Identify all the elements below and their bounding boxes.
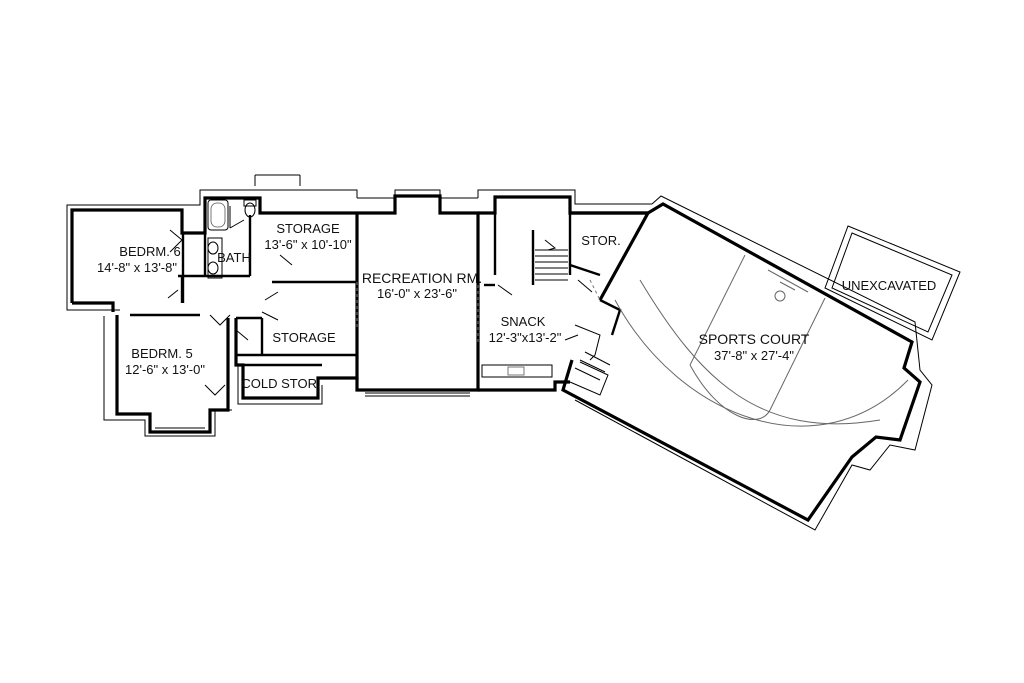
snack-area-walls — [477, 189, 652, 392]
storage-top-size: 13'-6" x 10'-10" — [264, 237, 352, 252]
court-markings — [614, 254, 909, 427]
recreation-name: RECREATION RM. — [362, 270, 482, 286]
snack-size: 12'-3"x13'-2" — [489, 330, 562, 345]
unexcavated-walls — [824, 225, 961, 341]
bedrm6-name: BEDRM. 6 — [119, 244, 180, 259]
storage-top-name: STORAGE — [276, 221, 340, 236]
bedrm5-name: BEDRM. 5 — [131, 346, 192, 361]
cold-stor-name: COLD STOR. — [241, 376, 320, 391]
recreation-walls — [355, 189, 480, 397]
recreation-size: 16'-0" x 23'-6" — [377, 286, 457, 301]
sports-court-walls — [561, 195, 933, 531]
snack-name: SNACK — [501, 314, 546, 329]
door-swings-left — [167, 229, 293, 396]
unexcavated-name: UNEXCAVATED — [842, 278, 937, 293]
bedrm6-size: 14'-8" x 13'-8" — [97, 260, 177, 275]
storage-mid-name: STORAGE — [272, 330, 336, 345]
bath-name: BATH — [217, 250, 251, 265]
sports-court-size: 37'-8" x 27'-4" — [714, 348, 794, 363]
stor-name: STOR. — [581, 233, 621, 248]
left-wing-walls — [66, 174, 359, 437]
bedrm5-size: 12'-6" x 13'-0" — [125, 362, 205, 377]
bath-fixtures — [207, 199, 257, 279]
stor-walls — [570, 211, 651, 301]
sports-court-name: SPORTS COURT — [699, 331, 810, 347]
